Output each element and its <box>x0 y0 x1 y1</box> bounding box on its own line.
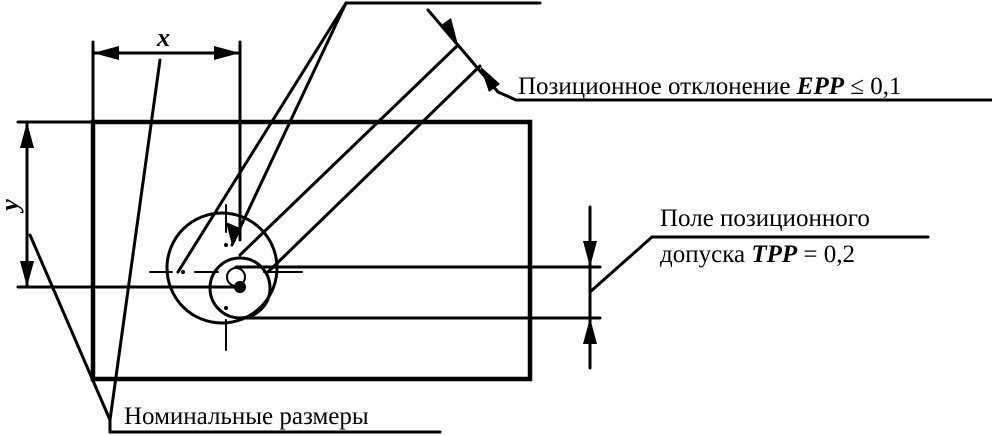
part-outline <box>90 119 533 382</box>
tpp-label-prefix: допуска <box>660 241 751 268</box>
y-arrow-top <box>20 122 34 148</box>
epp-leader <box>496 90 518 102</box>
tpp-label-line1: Поле позиционного <box>660 205 870 232</box>
nominal-dimensions-label: Номинальные размеры <box>124 403 369 430</box>
epp-extension-line-2 <box>266 64 482 274</box>
epp-label-text: Позиционное отклонение <box>518 73 797 100</box>
actual-center-dot <box>234 281 246 293</box>
x-arrow-right <box>214 46 240 60</box>
center-mark-dot-3 <box>224 306 228 310</box>
tpp-label-symbol: TPP <box>751 241 798 268</box>
top-leader-2 <box>176 1 348 274</box>
epp-extension-line-1 <box>238 43 460 257</box>
tpp-arrow-bottom <box>583 318 597 344</box>
x-arrow-left <box>93 46 119 60</box>
tpp-arrow-top <box>583 241 597 267</box>
epp-arrow-lower <box>480 66 500 92</box>
tpp-leader <box>588 235 654 294</box>
top-leader-arrow <box>226 222 240 245</box>
nominal-leader-x <box>108 58 162 422</box>
y-arrow-bottom <box>20 261 34 287</box>
center-mark-dot-1 <box>181 270 185 274</box>
top-leader-1 <box>230 1 348 247</box>
epp-label: Позиционное отклонение EPP ≤ 0,1 <box>518 73 901 100</box>
epp-label-symbol: EPP <box>796 73 845 100</box>
nominal-leader-y <box>28 233 112 422</box>
y-dimension-label: y <box>0 199 24 214</box>
tpp-label-line2: допуска TPP = 0,2 <box>660 241 855 268</box>
tpp-label-value: = 0,2 <box>797 241 855 268</box>
center-mark-dot-2 <box>224 243 228 247</box>
epp-label-value: ≤ 0,1 <box>844 73 901 100</box>
epp-arrow-upper <box>440 18 458 45</box>
x-dimension-label: x <box>156 23 170 52</box>
